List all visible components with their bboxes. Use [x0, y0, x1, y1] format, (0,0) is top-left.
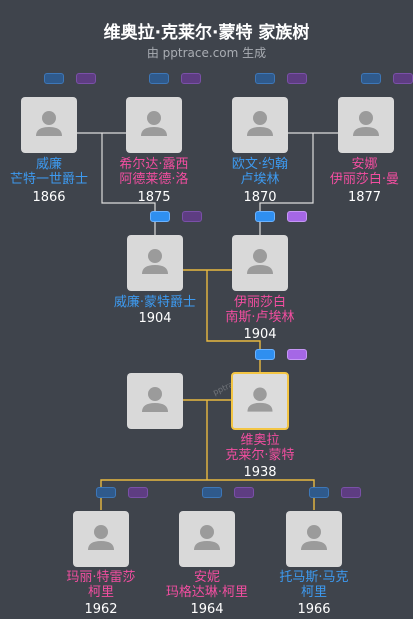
person-silhouette-icon — [36, 111, 62, 136]
expand-mother-toggle[interactable] — [287, 211, 307, 222]
page-title: 维奥拉·克莱尔·蒙特 家族树 — [103, 23, 310, 43]
expand-father-toggle[interactable] — [96, 487, 116, 498]
person-silhouette-icon — [141, 111, 167, 136]
person-birth-year: 1962 — [84, 602, 118, 617]
person-card-thomas[interactable] — [286, 511, 342, 567]
person-name: 克莱尔·蒙特 — [225, 448, 295, 463]
expand-mother-toggle[interactable] — [287, 73, 307, 84]
person-silhouette-icon — [194, 525, 220, 550]
person-card-spouse-unknown[interactable] — [127, 373, 183, 429]
expand-mother-toggle[interactable] — [76, 73, 96, 84]
person-name: 南斯·卢埃林 — [225, 310, 295, 325]
person-silhouette-icon — [247, 249, 273, 274]
person-silhouette-icon — [142, 249, 168, 274]
expand-mother-toggle[interactable] — [182, 211, 202, 222]
person-name: 玛丽·特雷莎 — [66, 570, 136, 585]
expand-mother-toggle[interactable] — [234, 487, 254, 498]
expand-father-toggle[interactable] — [255, 349, 275, 360]
expand-mother-toggle[interactable] — [287, 349, 307, 360]
expand-father-toggle[interactable] — [149, 73, 169, 84]
person-card-elizabeth[interactable] — [232, 235, 288, 291]
person-name: 芒特一世爵士 — [9, 172, 88, 187]
expand-father-toggle[interactable] — [309, 487, 329, 498]
person-birth-year: 1875 — [137, 190, 171, 205]
expand-father-toggle[interactable] — [150, 211, 170, 222]
person-name: 威廉·蒙特爵士 — [113, 295, 197, 310]
person-name: 阿德莱德·洛 — [119, 172, 189, 187]
person-birth-year: 1964 — [190, 602, 224, 617]
person-birth-year: 1877 — [347, 190, 382, 205]
expand-father-toggle[interactable] — [255, 211, 275, 222]
person-name: 安妮 — [193, 570, 220, 585]
person-silhouette-icon — [247, 387, 273, 412]
expand-mother-toggle[interactable] — [181, 73, 201, 84]
person-birth-year: 1870 — [243, 190, 277, 205]
person-silhouette-icon — [301, 525, 327, 550]
person-silhouette-icon — [88, 525, 114, 550]
person-birth-year: 1938 — [243, 465, 277, 480]
expand-mother-toggle[interactable] — [393, 73, 413, 84]
person-name: 欧文·约翰 — [231, 157, 289, 172]
person-name: 柯里 — [87, 585, 114, 600]
expand-father-toggle[interactable] — [255, 73, 275, 84]
person-name: 维奥拉 — [240, 433, 280, 448]
person-silhouette-icon — [247, 111, 273, 136]
person-card-william[interactable] — [127, 235, 183, 291]
person-birth-year: 1904 — [138, 311, 172, 326]
person-card-william-sr[interactable] — [21, 97, 77, 153]
person-silhouette-icon — [353, 111, 379, 136]
person-silhouette-icon — [142, 387, 168, 412]
page-subtitle: 由 pptrace.com 生成 — [146, 46, 267, 60]
person-name: 希尔达·露西 — [119, 157, 189, 172]
person-birth-year: 1966 — [297, 602, 331, 617]
expand-mother-toggle[interactable] — [128, 487, 148, 498]
person-birth-year: 1866 — [32, 190, 66, 205]
expand-mother-toggle[interactable] — [341, 487, 361, 498]
person-name: 玛格达琳·柯里 — [165, 585, 249, 600]
person-name: 伊丽莎白 — [233, 295, 286, 310]
person-name: 安娜 — [351, 157, 378, 172]
expand-father-toggle[interactable] — [44, 73, 64, 84]
expand-father-toggle[interactable] — [361, 73, 381, 84]
person-name: 威廉 — [35, 157, 62, 172]
person-name: 卢埃林 — [240, 172, 280, 187]
person-card-hilda[interactable] — [126, 97, 182, 153]
person-card-anna[interactable] — [338, 97, 394, 153]
expand-father-toggle[interactable] — [202, 487, 222, 498]
person-name: 伊丽莎白·曼 — [329, 172, 400, 187]
person-card-viola[interactable] — [231, 372, 289, 430]
person-card-annie[interactable] — [179, 511, 235, 567]
person-name: 柯里 — [300, 585, 327, 600]
person-card-mary[interactable] — [73, 511, 129, 567]
person-card-edwin[interactable] — [232, 97, 288, 153]
person-birth-year: 1904 — [243, 327, 277, 342]
person-name: 托马斯·马克 — [279, 570, 349, 585]
